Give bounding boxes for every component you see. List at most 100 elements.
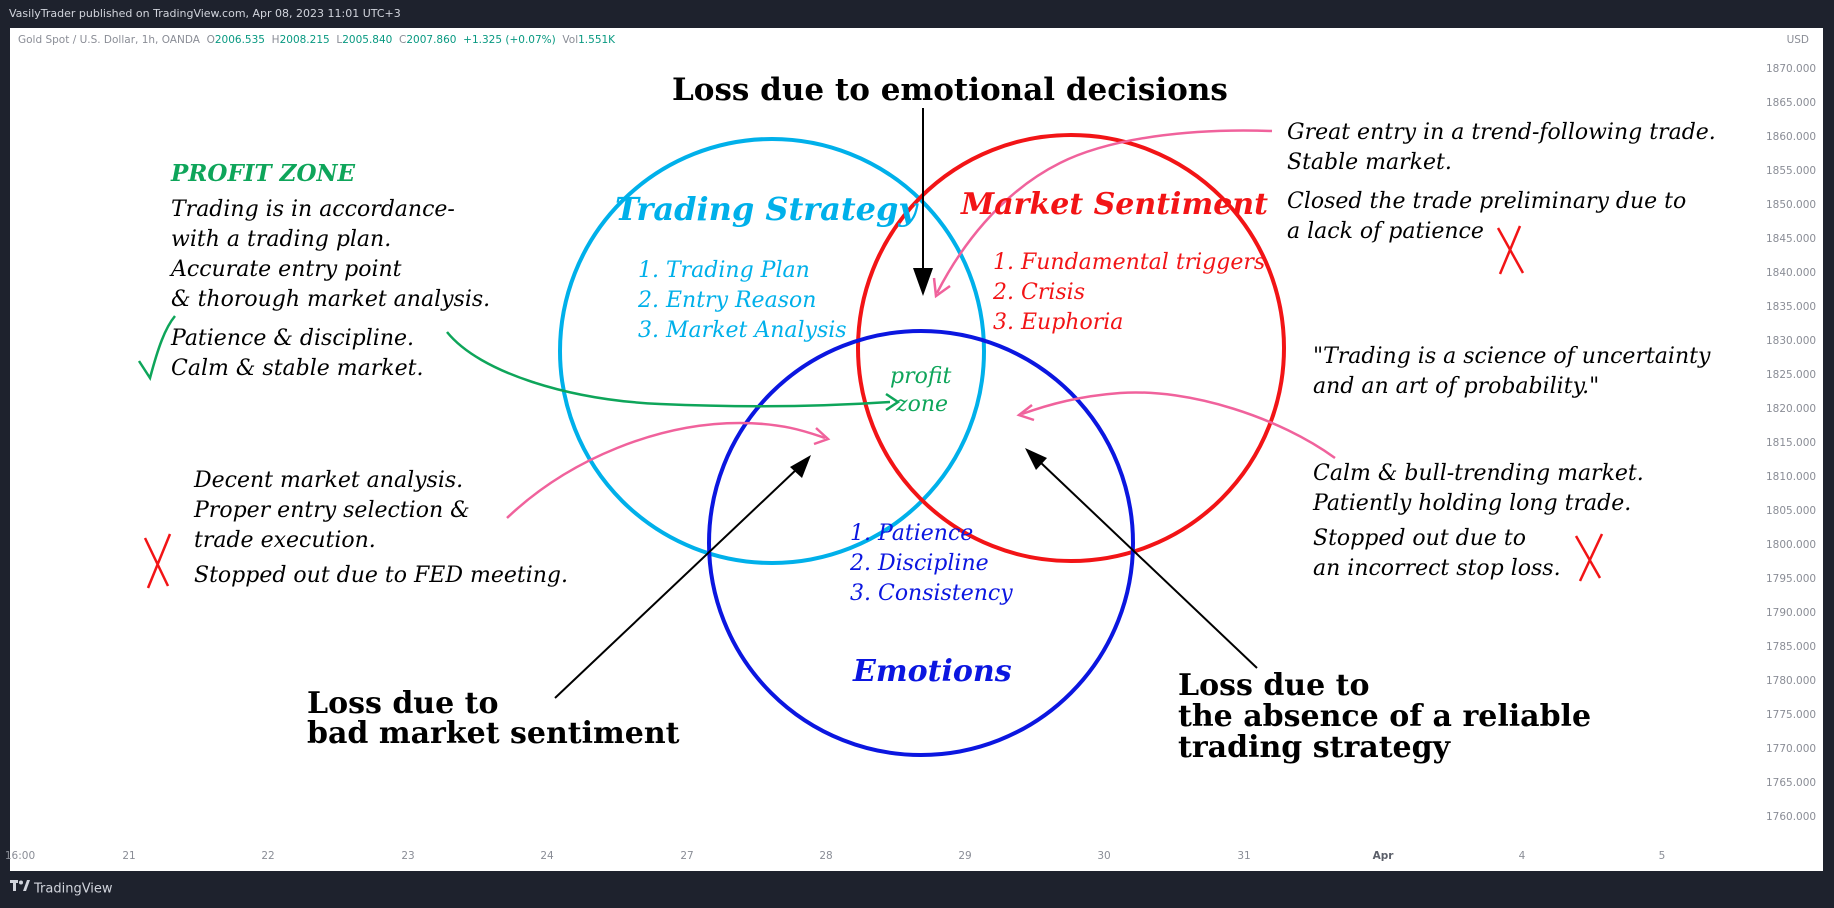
time-tick: 24 [540,850,554,862]
price-tick: 1860.000 [1766,131,1817,143]
arrowhead-emotional [913,268,933,296]
profit-zone-line-1: Trading is in accordance- [171,197,455,222]
chart-canvas[interactable]: Gold Spot / U.S. Dollar, 1h, OANDA O2006… [5,28,1823,871]
center-profit: profit [890,364,952,389]
green-arrow-curve [446,331,891,408]
green-arrow [446,331,901,412]
profit-zone-heading: PROFIT ZONE [171,160,356,187]
pink-arrow-right [1021,391,1336,460]
right-note-line-4: an incorrect stop loss. [1313,556,1561,581]
price-tick: 1840.000 [1766,267,1817,279]
cross-icon-left [143,533,172,589]
time-tick: 22 [261,850,275,862]
loss-no-strategy-line-1: Loss due to [1178,668,1370,703]
high-label: H [271,34,280,46]
brand-name[interactable]: TradingView [34,881,113,897]
left-note-line-2: Proper entry selection & [194,498,470,523]
pink-arrowhead-right [1016,404,1035,422]
strategy-item-2: 2. Entry Reason [638,288,817,313]
left-note-line-3: trade execution. [194,528,376,553]
currency-label: USD [1786,34,1809,46]
loss-no-strategy-line-2: the absence of a reliable [1178,699,1592,734]
price-tick: 1825.000 [1766,369,1817,381]
emotions-item-2: 2. Discipline [850,551,989,576]
time-tick: 16:00 [4,850,36,862]
publish-info: VasilyTrader published on TradingView.co… [9,7,401,20]
price-tick: 1835.000 [1766,301,1817,313]
price-tick: 1760.000 [1766,811,1817,823]
cross-icon-right [1574,533,1604,582]
loss-bad-sentiment: Loss due to bad market sentiment [307,689,680,749]
strategy-circle [558,137,986,565]
time-tick: 28 [819,850,833,862]
top-right-note-line-3: Closed the trade preliminary due to [1287,189,1687,214]
price-tick: 1785.000 [1766,641,1817,653]
tradingview-logo-icon[interactable] [10,871,30,907]
time-tick: 23 [401,850,415,862]
price-tick: 1865.000 [1766,97,1817,109]
right-note-line-1: Calm & bull-trending market. [1313,461,1644,486]
arrow-bad-sentiment [554,467,799,699]
emotions-title: Emotions [853,654,1012,689]
close-value: 2007.860 [406,34,457,46]
price-tick: 1830.000 [1766,335,1817,347]
loss-bad-sentiment-line-2: bad market sentiment [307,716,680,751]
sentiment-title: Market Sentiment [961,187,1268,222]
quote-line-2: and an art of probability." [1313,374,1600,399]
time-tick: 31 [1237,850,1251,862]
title-emotional-decisions: Loss due to emotional decisions [672,72,1228,108]
profit-zone-line-3: Accurate entry point [171,257,402,282]
profit-zone-line-5: Patience & discipline. [171,326,415,351]
top-right-note-line-1: Great entry in a trend-following trade. [1287,120,1716,145]
price-tick: 1850.000 [1766,199,1817,211]
price-tick: 1805.000 [1766,505,1817,517]
price-tick: 1770.000 [1766,743,1817,755]
change-value: +1.325 (+0.07%) [463,34,556,46]
time-tick: 29 [958,850,972,862]
left-note-line-4: Stopped out due to FED meeting. [194,563,568,588]
price-tick: 1800.000 [1766,539,1817,551]
open-label: O [206,34,215,46]
pink-arrowhead-top [932,277,951,299]
black-arrows [554,108,1258,699]
center-zone: zone [896,392,949,417]
price-tick: 1780.000 [1766,675,1817,687]
check-icon [137,315,176,382]
quote-line-1: "Trading is a science of uncertainty [1313,344,1711,369]
strategy-item-1: 1. Trading Plan [638,258,810,283]
pink-arrow-left [506,421,826,519]
volume-label: Vol [562,34,579,46]
sentiment-item-1: 1. Fundamental triggers [993,250,1266,275]
strategy-item-3: 3. Market Analysis [638,318,847,343]
time-tick: 27 [680,850,694,862]
price-tick: 1790.000 [1766,607,1817,619]
profit-zone-line-6: Calm & stable market. [171,356,424,381]
symbol-legend: Gold Spot / U.S. Dollar, 1h, OANDA O2006… [18,34,615,46]
volume-value: 1.551K [578,34,616,46]
top-right-note-line-2: Stable market. [1287,150,1452,175]
sentiment-circle [856,133,1286,563]
emotions-circle [707,329,1135,757]
right-note-line-2: Patiently holding long trade. [1313,491,1632,516]
arrowhead-bad-sentiment [790,455,811,478]
high-value: 2008.215 [279,34,330,46]
emotions-item-1: 1. Patience [850,521,974,546]
profit-zone-line-2: with a trading plan. [171,227,392,252]
cross-icon-top-right [1496,225,1525,275]
symbol-name: Gold Spot / U.S. Dollar, 1h, OANDA [18,34,200,46]
strategy-title: Trading Strategy [615,190,917,228]
sentiment-item-2: 2. Crisis [993,280,1085,305]
price-tick: 1810.000 [1766,471,1817,483]
loss-no-strategy-line-3: trading strategy [1178,730,1451,765]
loss-bad-sentiment-line-1: Loss due to [307,686,499,721]
low-value: 2005.840 [342,34,393,46]
green-arrowhead [885,392,901,412]
pink-arrows [506,129,1336,519]
price-tick: 1765.000 [1766,777,1817,789]
price-tick: 1845.000 [1766,233,1817,245]
price-tick: 1870.000 [1766,63,1817,75]
time-tick: 5 [1658,850,1666,862]
price-tick: 1815.000 [1766,437,1817,449]
price-tick: 1855.000 [1766,165,1817,177]
close-label: C [399,34,407,46]
